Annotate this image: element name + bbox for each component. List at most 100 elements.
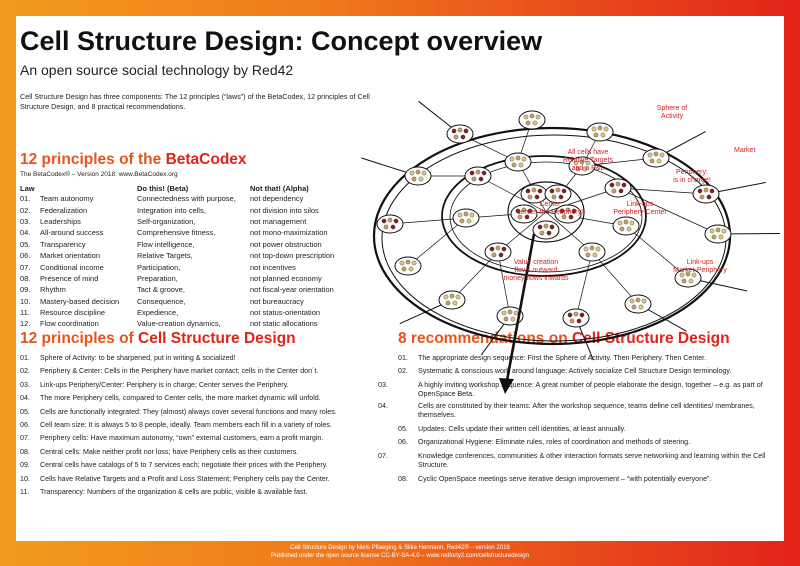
value-flow-arrow — [504, 233, 536, 387]
law-number: 10. — [20, 296, 31, 306]
item-text: Central cells have catalogs of 5 to 7 se… — [40, 461, 328, 470]
team-cell — [446, 124, 474, 144]
law-beta: Integration into cells, — [137, 205, 206, 215]
team-cell — [642, 148, 670, 168]
item-text: Periphery & Center: Cells in the Periphe… — [40, 367, 319, 376]
list-item: 07.Periphery cells: Have maximum autonom… — [20, 432, 380, 445]
law-alpha: not status-orientation — [250, 308, 321, 318]
list-item: 08.Central cells: Make neither profit no… — [20, 446, 380, 459]
law-beta: Tact & groove, — [137, 285, 185, 295]
law-beta: Consequence, — [137, 296, 186, 306]
law-number: 12. — [20, 319, 31, 329]
list-item: 02.Periphery & Center: Cells in the Peri… — [20, 365, 380, 378]
team-cell — [510, 204, 538, 224]
center-spoke — [477, 175, 547, 213]
law-alpha: not division into silos — [250, 205, 319, 215]
col-beta: Do this! (Beta) — [137, 183, 189, 193]
team-cell — [554, 204, 582, 224]
betacodex-header-row: Law Do this! (Beta) Not that! (Alpha) — [20, 183, 370, 193]
law-name: Federalization — [40, 205, 88, 215]
item-number: 05. — [20, 407, 30, 416]
law-alpha: not bureaucracy — [250, 296, 304, 306]
team-cell — [496, 306, 524, 326]
item-text: The appropriate design sequence: First t… — [418, 354, 707, 362]
item-text: Sphere of Activity: to be sharpened, put… — [40, 354, 236, 362]
periphery-linkup — [617, 187, 719, 235]
list-item: 03. A highly inviting workshop sequence: … — [378, 380, 768, 400]
law-beta: Participation, — [137, 262, 181, 272]
intro-text: Cell Structure Design has three componen… — [20, 92, 370, 111]
footer-credit: Cell Structure Design by Niels Pflaeging… — [290, 545, 510, 551]
law-number: 03. — [20, 216, 31, 226]
team-cell — [586, 122, 614, 142]
team-cell — [504, 152, 532, 172]
footer-license: Published under the open source license … — [271, 552, 529, 559]
betacodex-heading-b: BetaCodex — [165, 151, 247, 168]
law-number: 06. — [20, 251, 31, 261]
value-flow-arrowhead — [499, 378, 514, 394]
item-number: 06. — [398, 438, 408, 447]
betacodex-heading-a: 12 principles of the — [20, 151, 166, 168]
team-cell — [532, 220, 560, 240]
law-beta: Expedience, — [137, 308, 179, 318]
team-cell — [704, 224, 732, 244]
footer: Cell Structure Design by Niels Pflaeging… — [0, 545, 800, 560]
item-text: Cells are functionally integrated: They … — [40, 407, 337, 416]
law-number: 09. — [20, 285, 31, 295]
law-name: Presence of mind — [40, 273, 99, 283]
law-beta: Comprehensive fitness, — [137, 228, 216, 238]
team-cell — [568, 156, 596, 176]
periphery-linkup — [625, 225, 689, 279]
law-name: Market orientation — [40, 251, 101, 261]
recommendations-list: 01. The appropriate design sequence: Firs… — [378, 352, 768, 486]
item-number: 03. — [378, 380, 388, 389]
team-cell — [544, 184, 572, 204]
item-number: 07. — [378, 451, 388, 460]
item-text: Link-ups Periphery/Center: Periphery is … — [40, 380, 289, 389]
law-beta: Relative Targets, — [137, 251, 193, 261]
law-number: 11. — [20, 308, 30, 318]
item-number: 01. — [398, 354, 408, 362]
law-row: 10. Mastery-based decision Consequence, not… — [20, 296, 370, 307]
item-text: A highly inviting workshop sequence: A g… — [418, 380, 763, 399]
item-number: 05. — [398, 424, 408, 433]
law-alpha: not mono-maximization — [250, 228, 328, 238]
law-beta: Self-organization, — [137, 216, 196, 226]
law-alpha: not top-down prescription — [250, 251, 335, 261]
item-number: 03. — [20, 380, 30, 389]
law-name: Flow coordination — [40, 319, 99, 329]
law-alpha: not management — [250, 216, 307, 226]
label-periphery-in-charge: Periphery:is in charge! — [673, 169, 711, 184]
item-text: Updates: Cells update their written cell… — [418, 424, 626, 433]
item-text: Cell team size: It is always 5 to 8 peop… — [40, 421, 332, 430]
list-item: 01.Sphere of Activity: to be sharpened, … — [20, 352, 380, 365]
item-text: Knowledge conferences, communities & oth… — [418, 451, 766, 470]
law-number: 05. — [20, 239, 31, 249]
law-beta: Connectedness with purpose, — [137, 194, 236, 204]
law-name: Mastery-based decision — [40, 296, 120, 306]
list-item: 09.Central cells have catalogs of 5 to 7… — [20, 459, 380, 472]
periphery-linkup — [617, 187, 707, 195]
item-text: Systematic & conscious work around langu… — [418, 367, 732, 376]
team-cell — [624, 294, 652, 314]
team-cell — [484, 242, 512, 262]
center-ring — [441, 155, 647, 277]
item-number: 08. — [20, 447, 30, 456]
item-number: 02. — [398, 367, 408, 376]
law-name: Conditional income — [40, 262, 104, 272]
law-name: Transparency — [40, 239, 86, 249]
law-name: All-around success — [40, 228, 104, 238]
